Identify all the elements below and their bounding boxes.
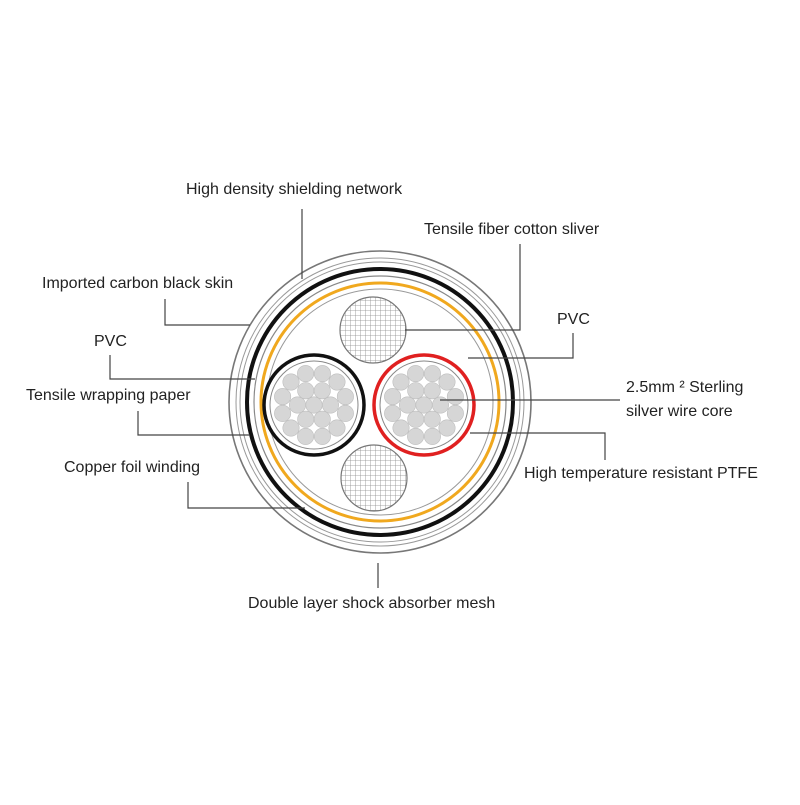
label-wrapping-paper: Tensile wrapping paper xyxy=(26,387,191,404)
left-conductor-strand xyxy=(297,365,315,383)
left-conductor-strand xyxy=(321,396,339,414)
right-conductor-strand xyxy=(446,404,464,422)
right-conductor-strand xyxy=(384,404,402,422)
right-conductor-strand xyxy=(384,388,402,406)
right-conductor-strand xyxy=(438,373,456,391)
leader-wrapping-paper xyxy=(137,411,250,436)
right-conductor-strand xyxy=(423,382,441,400)
right-conductor-strand xyxy=(407,427,425,445)
left-conductor-strand xyxy=(328,373,346,391)
copper-foil-ring xyxy=(259,281,501,523)
label-carbon-skin: Imported carbon black skin xyxy=(42,275,234,292)
label-fiber-sliver: Tensile fiber cotton sliver xyxy=(424,221,600,238)
right-conductor-strand xyxy=(446,388,464,406)
right-conductor-strand xyxy=(431,396,449,414)
fiber-filler-top xyxy=(339,296,407,364)
conductor-left xyxy=(262,353,366,457)
carbon-black-skin-ring xyxy=(245,267,515,537)
right-conductor-strand xyxy=(407,382,425,400)
left-conductor-strand xyxy=(313,365,331,383)
label-core-line1: 2.5mm ² Sterling xyxy=(626,379,744,396)
label-core-line2: silver wire core xyxy=(626,403,733,420)
label-ptfe: High temperature resistant PTFE xyxy=(524,465,758,482)
left-conductor-strand xyxy=(336,388,354,406)
left-conductor-strand xyxy=(313,410,331,428)
left-conductor-strand xyxy=(305,396,323,414)
left-conductor-strand xyxy=(313,427,331,445)
left-conductor-strand xyxy=(297,410,315,428)
left-conductor-strand xyxy=(328,419,346,437)
right-conductor-strand xyxy=(423,365,441,383)
leader-pvc-right xyxy=(468,333,574,359)
pvc-ring xyxy=(253,275,507,529)
left-conductor-strand xyxy=(282,373,300,391)
right-conductor-strand xyxy=(415,396,433,414)
conductor-right xyxy=(372,353,476,457)
label-shielding-network: High density shielding network xyxy=(186,181,403,198)
right-conductor-strand xyxy=(438,419,456,437)
shield-ring-2 xyxy=(239,261,521,543)
leader-fiber-sliver xyxy=(405,244,521,331)
left-conductor-strand xyxy=(336,404,354,422)
right-conductor-strand xyxy=(392,373,410,391)
fiber-filler-bottom xyxy=(340,444,408,512)
conductor-right-strands xyxy=(384,365,464,445)
left-conductor-strand xyxy=(274,404,292,422)
shield-ring-1 xyxy=(235,257,525,547)
label-shock-mesh: Double layer shock absorber mesh xyxy=(248,595,496,612)
right-conductor-strand xyxy=(423,427,441,445)
outer-ring xyxy=(228,250,532,554)
leader-carbon-skin xyxy=(164,299,250,326)
leader-lines xyxy=(109,209,620,588)
left-conductor-strand xyxy=(297,382,315,400)
right-conductor-strand xyxy=(407,365,425,383)
left-conductor-strand xyxy=(288,396,306,414)
left-conductor-strand xyxy=(282,419,300,437)
left-conductor-strand xyxy=(313,382,331,400)
label-pvc-left: PVC xyxy=(94,333,127,350)
right-conductor-strand xyxy=(398,396,416,414)
conductor-left-strands xyxy=(274,365,354,445)
label-pvc-right: PVC xyxy=(557,311,590,328)
right-conductor-strand xyxy=(392,419,410,437)
leader-pvc-left xyxy=(109,355,255,380)
right-conductor-strand xyxy=(423,410,441,428)
label-copper-foil: Copper foil winding xyxy=(64,459,201,476)
leader-copper-foil xyxy=(187,482,305,509)
right-conductor-strand xyxy=(407,410,425,428)
left-conductor-strand xyxy=(297,427,315,445)
leader-ptfe xyxy=(470,432,606,460)
left-conductor-strand xyxy=(274,388,292,406)
